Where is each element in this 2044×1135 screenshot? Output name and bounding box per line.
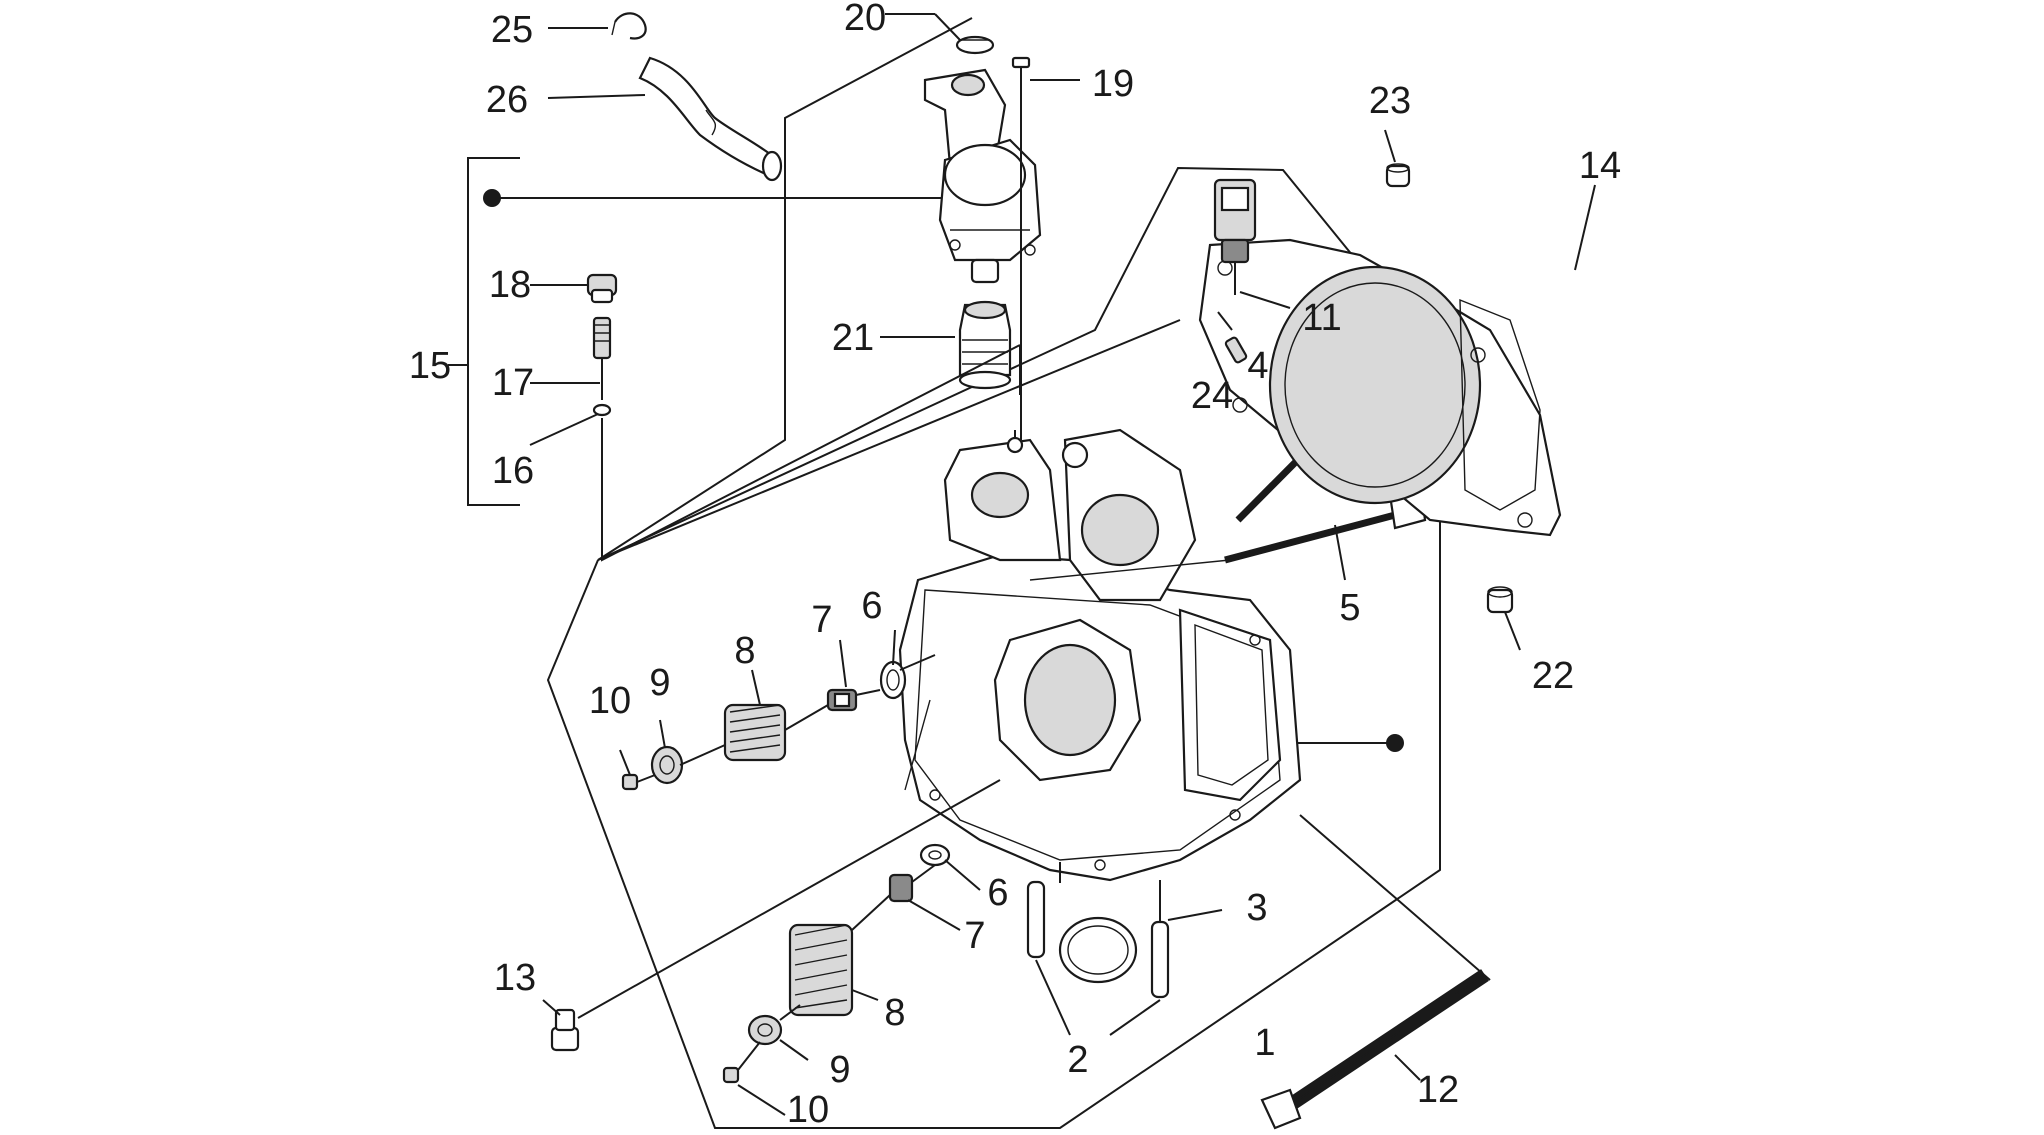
washer-16 xyxy=(592,403,612,417)
callout-17: 17 xyxy=(492,362,534,404)
callout-3: 3 xyxy=(1246,887,1267,929)
thermostat-group-outline xyxy=(597,17,973,561)
bleed-screw-17 xyxy=(592,316,612,400)
callout-23: 23 xyxy=(1369,80,1411,122)
callout-1: 1 xyxy=(1254,1022,1275,1064)
callout-15: 15 xyxy=(409,345,451,387)
valve-spring-upper xyxy=(723,703,787,762)
drain-plug xyxy=(550,1008,580,1052)
thermostat-housing xyxy=(923,68,1042,284)
callout-4: 4 xyxy=(1247,345,1268,387)
valve-stem-seal-upper xyxy=(826,688,858,712)
valve-cotter-upper xyxy=(621,773,639,791)
coolant-hose xyxy=(638,56,783,182)
callout-20: 20 xyxy=(844,0,886,39)
callout-13: 13 xyxy=(494,957,536,999)
valve-seal-washer-lower xyxy=(919,843,951,867)
valve-seal-washer-upper xyxy=(879,660,907,700)
thermostat xyxy=(958,300,1012,390)
head-dot xyxy=(1386,734,1404,752)
valve-stem-seal-lower xyxy=(888,873,914,903)
callout-6-upper: 6 xyxy=(861,585,882,627)
callout-2: 2 xyxy=(1067,1039,1088,1081)
dowel-pin-left xyxy=(1026,880,1046,959)
spring-retainer-lower xyxy=(747,1014,783,1046)
cylinder-head xyxy=(898,428,1302,882)
bracket-15 xyxy=(467,157,520,506)
temperature-sensor xyxy=(1213,178,1257,295)
left-side-boundary xyxy=(546,166,1441,1129)
callout-26: 26 xyxy=(486,79,528,121)
callout-7-lower: 7 xyxy=(964,915,985,957)
valve-cotter-lower xyxy=(722,1066,740,1084)
dowel-22 xyxy=(1486,586,1514,614)
head-bolt xyxy=(1260,969,1489,1130)
callout-14: 14 xyxy=(1579,145,1621,187)
callout-21: 21 xyxy=(832,317,874,359)
callout-11: 11 xyxy=(1302,297,1341,339)
callout-24: 24 xyxy=(1191,375,1233,417)
callout-8-lower: 8 xyxy=(884,992,905,1034)
head-gasket xyxy=(1198,238,1562,537)
hose-clamp-25 xyxy=(611,12,647,40)
callout-6-lower: 6 xyxy=(987,872,1008,914)
callout-9-upper: 9 xyxy=(649,662,670,704)
callout-22: 22 xyxy=(1532,655,1574,697)
callout-5: 5 xyxy=(1339,587,1360,629)
dowel-23 xyxy=(1385,163,1411,188)
bracket-15-dot xyxy=(483,189,501,207)
callout-12: 12 xyxy=(1417,1069,1459,1111)
callout-25: 25 xyxy=(491,9,533,51)
hose-clamp-20 xyxy=(955,35,995,55)
callout-18: 18 xyxy=(489,264,531,306)
valve-spring-lower xyxy=(788,923,854,1017)
callout-19: 19 xyxy=(1092,63,1134,105)
callout-7-upper: 7 xyxy=(811,599,832,641)
bleed-cap-18 xyxy=(586,273,618,304)
o-ring xyxy=(1058,916,1138,984)
callout-10-lower: 10 xyxy=(787,1089,829,1130)
stud xyxy=(1224,336,1248,364)
callout-8-upper: 8 xyxy=(734,630,755,672)
dowel-pin-right xyxy=(1150,920,1170,999)
callout-9-lower: 9 xyxy=(829,1049,850,1091)
spring-retainer-upper xyxy=(650,745,684,785)
callout-16: 16 xyxy=(492,450,534,492)
callout-10-upper: 10 xyxy=(589,680,631,722)
